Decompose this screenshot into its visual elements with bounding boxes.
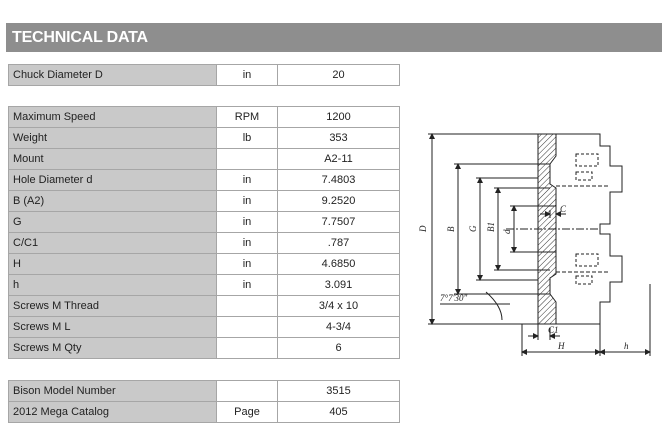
row-label: Weight — [8, 127, 217, 149]
row-unit: in — [216, 211, 278, 233]
row-value: 353 — [277, 127, 400, 149]
row-label: Bison Model Number — [8, 380, 217, 402]
row-label: h — [8, 274, 217, 296]
row-label: Screws M Thread — [8, 295, 217, 317]
table-row: G in 7.7507 — [8, 211, 400, 233]
dim-label-c: C — [560, 204, 567, 214]
row-unit: in — [216, 190, 278, 212]
row-value: 405 — [277, 401, 400, 423]
row-label: Hole Diameter d — [8, 169, 217, 191]
row-label: B (A2) — [8, 190, 217, 212]
table-row: h in 3.091 — [8, 274, 400, 296]
row-value: 7.4803 — [277, 169, 400, 191]
row-value: 20 — [277, 64, 400, 86]
row-label: C/C1 — [8, 232, 217, 254]
dim-label-b: B — [446, 226, 456, 232]
spec-table-dimensions: Maximum Speed RPM 1200 Weight lb 353 Mou… — [8, 106, 400, 359]
row-unit — [216, 316, 278, 338]
table-row: Screws M Qty 6 — [8, 337, 400, 359]
table-row: Mount A2-11 — [8, 148, 400, 170]
dim-label-c1: C1 — [548, 325, 559, 335]
table-row: 2012 Mega Catalog Page 405 — [8, 401, 400, 423]
row-unit: in — [216, 232, 278, 254]
dim-label-angle: 7°7'30" — [440, 293, 468, 303]
row-value: 3/4 x 10 — [277, 295, 400, 317]
row-label: Screws M L — [8, 316, 217, 338]
row-label: H — [8, 253, 217, 275]
row-unit: in — [216, 64, 278, 86]
dim-label-b1: B1 — [486, 222, 496, 232]
chuck-technical-drawing: D B G B1 d C C1 H h 7°7'30" — [410, 124, 660, 364]
dim-label-d-big: D — [418, 225, 428, 233]
row-value: 3515 — [277, 380, 400, 402]
row-unit: Page — [216, 401, 278, 423]
row-value: 7.7507 — [277, 211, 400, 233]
table-row: Hole Diameter d in 7.4803 — [8, 169, 400, 191]
dim-label-h-big: H — [557, 341, 565, 351]
spec-table-chuck: Chuck Diameter D in 20 — [8, 64, 400, 86]
row-unit: RPM — [216, 106, 278, 128]
row-unit: in — [216, 253, 278, 275]
table-row: Weight lb 353 — [8, 127, 400, 149]
row-label: Screws M Qty — [8, 337, 217, 359]
row-value: 1200 — [277, 106, 400, 128]
row-value: 4-3/4 — [277, 316, 400, 338]
chuck-drawing-svg: D B G B1 d C C1 H h 7°7'30" — [418, 133, 651, 356]
row-unit — [216, 380, 278, 402]
dim-label-g: G — [468, 225, 478, 232]
table-row: Bison Model Number 3515 — [8, 380, 400, 402]
row-unit — [216, 295, 278, 317]
row-unit: in — [216, 274, 278, 296]
row-value: A2-11 — [277, 148, 400, 170]
row-unit: lb — [216, 127, 278, 149]
row-value: .787 — [277, 232, 400, 254]
row-label: Mount — [8, 148, 217, 170]
table-row: B (A2) in 9.2520 — [8, 190, 400, 212]
row-value: 4.6850 — [277, 253, 400, 275]
dim-label-h-small: h — [624, 341, 629, 351]
table-row: Maximum Speed RPM 1200 — [8, 106, 400, 128]
dim-label-d-small: d — [502, 229, 512, 234]
row-label: Chuck Diameter D — [8, 64, 217, 86]
row-unit — [216, 148, 278, 170]
table-row: C/C1 in .787 — [8, 232, 400, 254]
row-label: G — [8, 211, 217, 233]
row-unit — [216, 337, 278, 359]
spec-table-catalog: Bison Model Number 3515 2012 Mega Catalo… — [8, 380, 400, 423]
table-row: Chuck Diameter D in 20 — [8, 64, 400, 86]
row-value: 3.091 — [277, 274, 400, 296]
table-row: H in 4.6850 — [8, 253, 400, 275]
row-label: 2012 Mega Catalog — [8, 401, 217, 423]
row-value: 6 — [277, 337, 400, 359]
table-row: Screws M Thread 3/4 x 10 — [8, 295, 400, 317]
row-value: 9.2520 — [277, 190, 400, 212]
row-unit: in — [216, 169, 278, 191]
table-row: Screws M L 4-3/4 — [8, 316, 400, 338]
section-title: TECHNICAL DATA — [6, 23, 662, 52]
row-label: Maximum Speed — [8, 106, 217, 128]
